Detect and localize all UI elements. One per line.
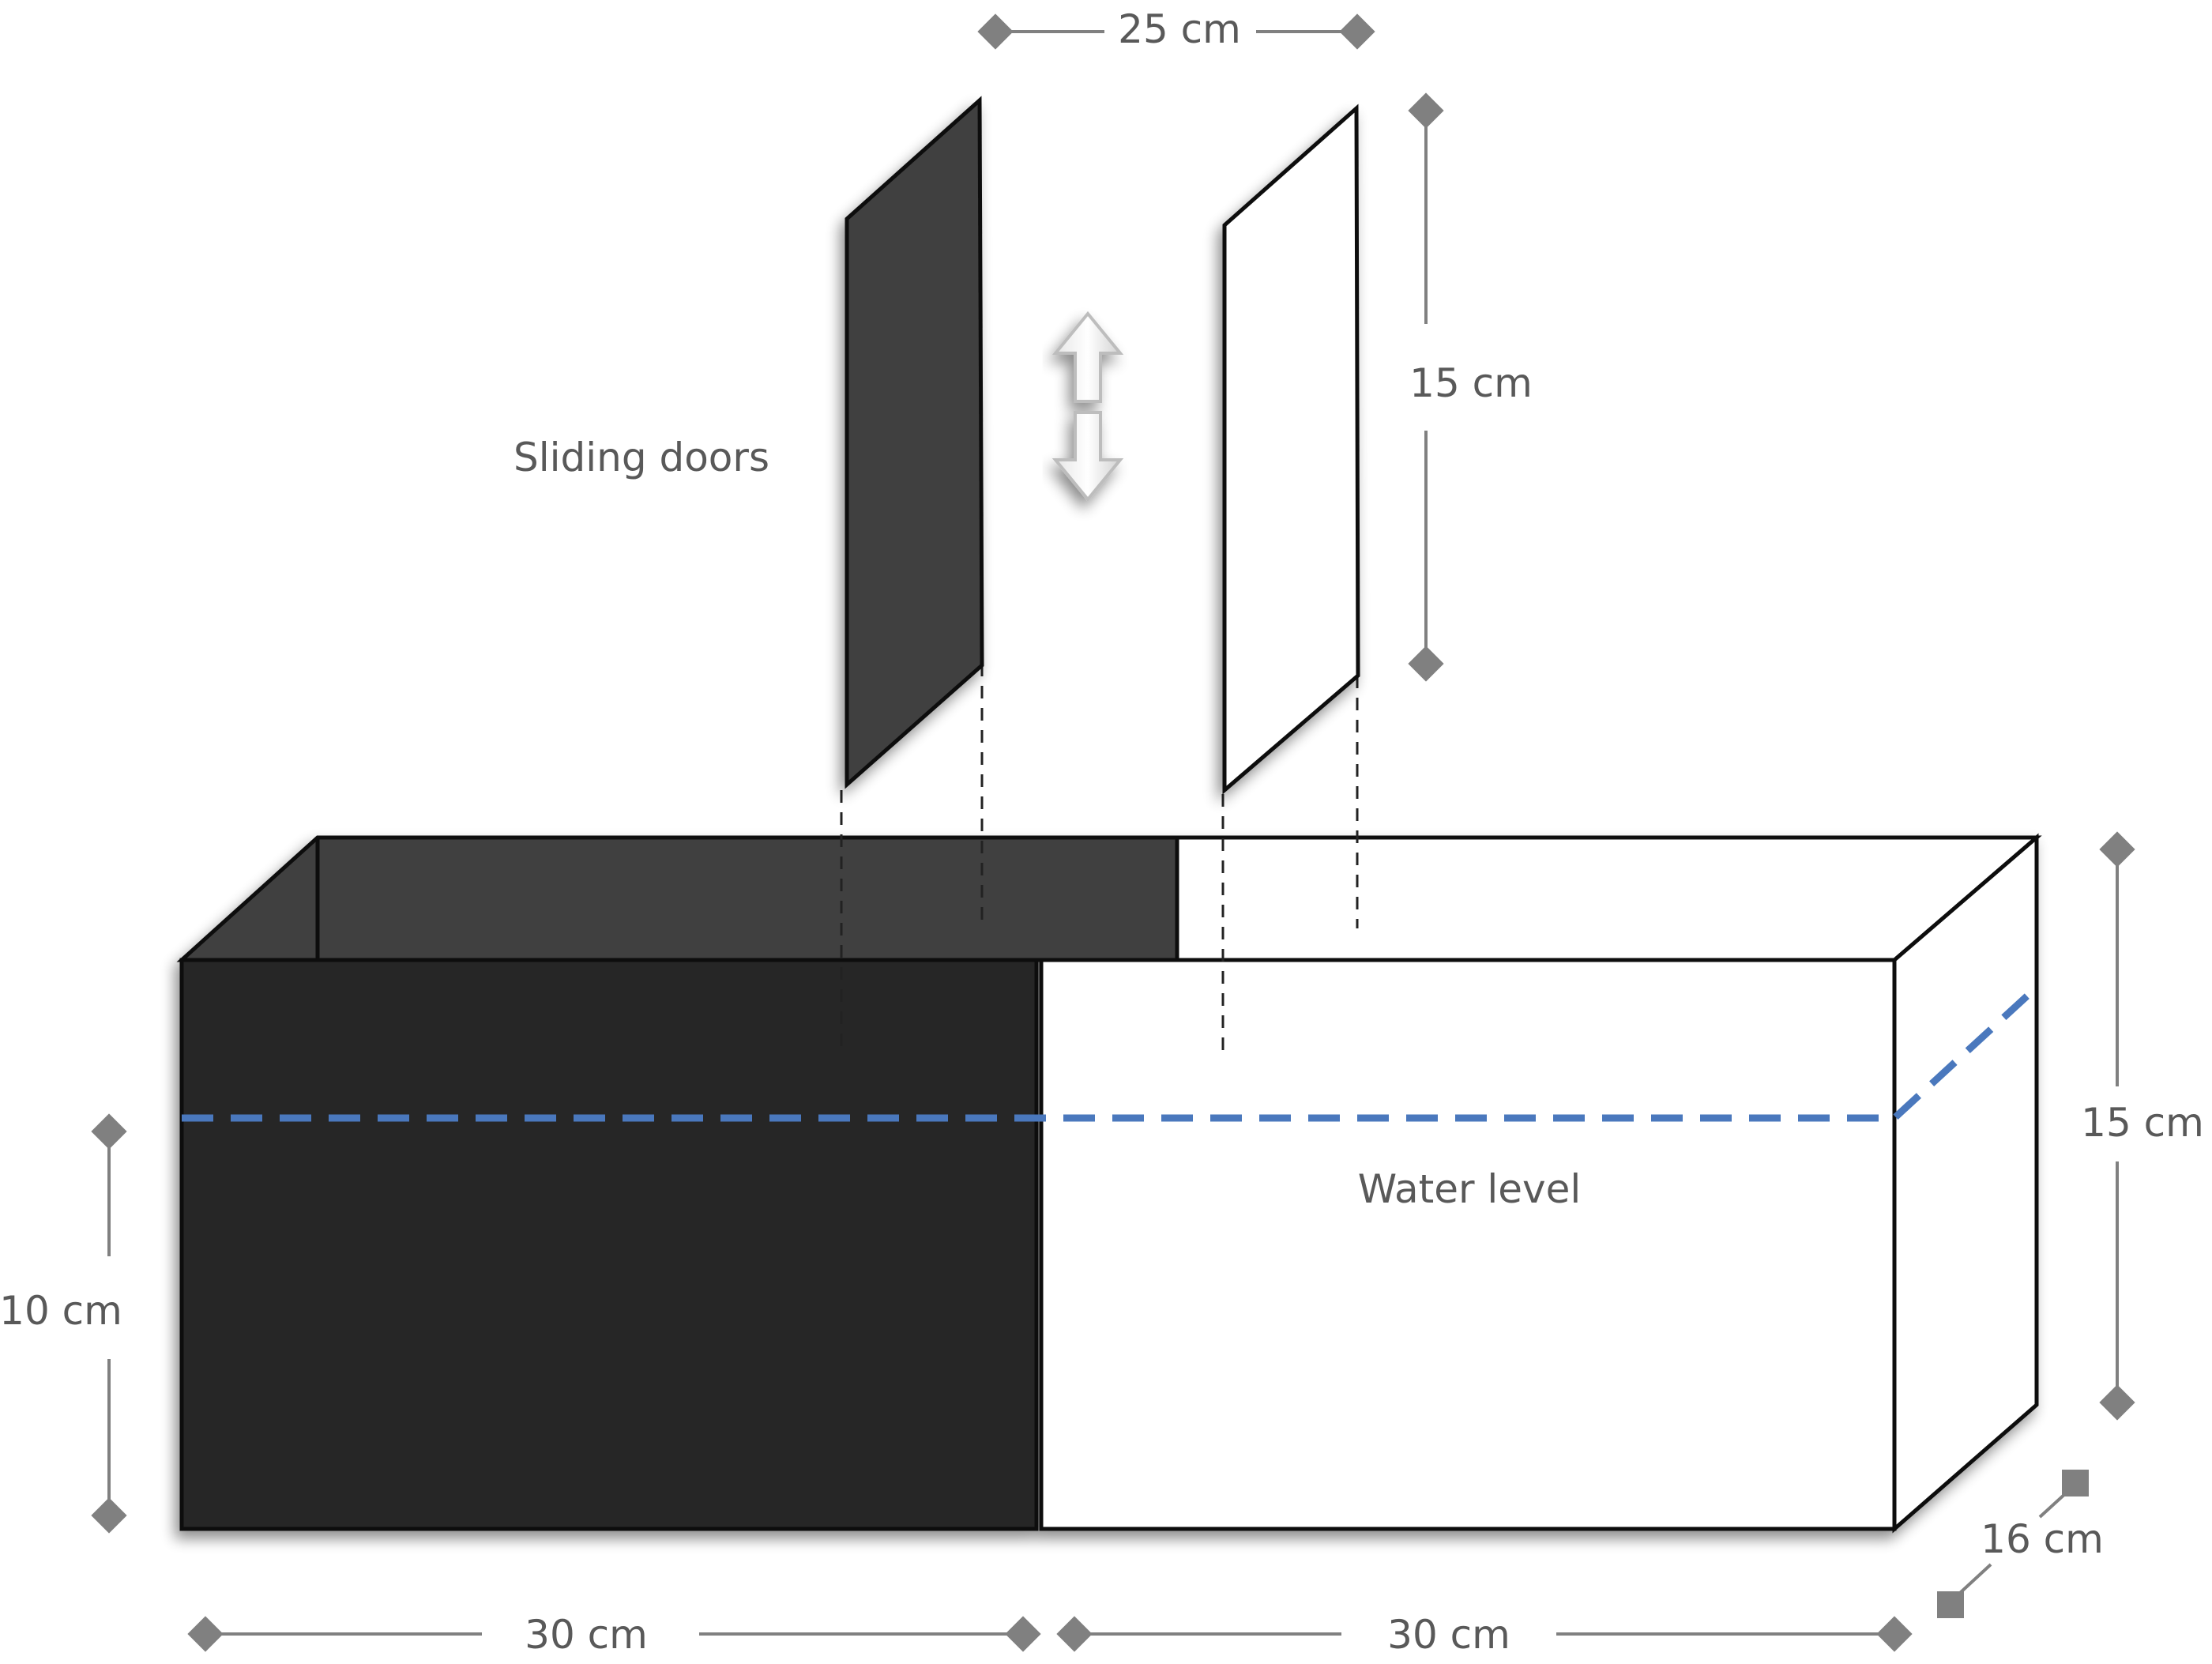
tank-depth-label: 16 cm	[1981, 1516, 2104, 1562]
diamond-icon	[1056, 1616, 1093, 1652]
light-back-wall	[1175, 835, 2042, 962]
diamond-icon	[1408, 646, 1444, 682]
dark-sliding-door	[845, 96, 984, 789]
light-sliding-door	[1222, 104, 1360, 795]
door-guide-lines	[840, 664, 1359, 1055]
diamond-icon	[91, 1113, 127, 1150]
door-height-label: 15 cm	[1409, 360, 1533, 406]
diamond-icon	[977, 13, 1014, 50]
water-level-line	[182, 988, 2035, 1122]
diamond-icon	[2099, 1384, 2135, 1421]
tank	[176, 833, 2042, 1534]
right-length-label: 30 cm	[1387, 1612, 1510, 1658]
tank-right-end	[1892, 833, 2039, 1534]
door-spacing-label: 25 cm	[1118, 6, 1241, 52]
dark-back-wall	[176, 835, 1179, 962]
light-compartment-front	[1039, 958, 1897, 1531]
square-marker-icon	[1937, 1591, 1964, 1618]
square-marker-icon	[2062, 1470, 2089, 1496]
diamond-icon	[1005, 1616, 1041, 1652]
water-level-label: Water level	[1358, 1166, 1582, 1212]
diamond-icon	[2099, 831, 2135, 868]
diamond-icon	[91, 1497, 127, 1534]
diamond-icon	[1408, 92, 1444, 129]
up-down-arrow-icon	[1051, 311, 1124, 503]
diamond-icon	[1876, 1616, 1913, 1652]
diamond-icon	[187, 1616, 224, 1652]
dark-compartment-front	[179, 958, 1039, 1531]
diamond-icon	[1339, 13, 1375, 50]
left-length-label: 30 cm	[525, 1612, 648, 1658]
water-depth-label: 10 cm	[0, 1288, 122, 1334]
sliding-doors-label: Sliding doors	[514, 435, 769, 480]
tank-height-label: 15 cm	[2081, 1100, 2204, 1146]
